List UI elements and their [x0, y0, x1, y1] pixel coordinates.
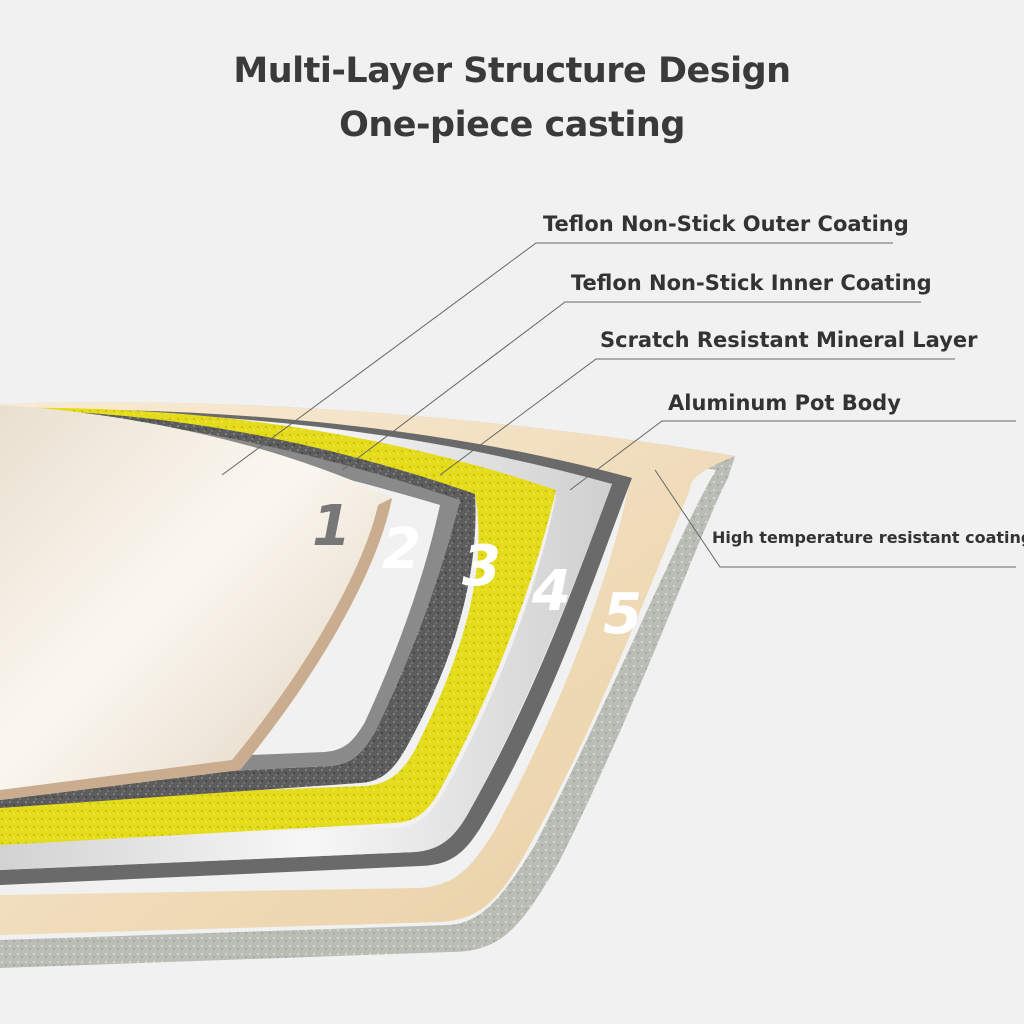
- leader-lines: [221, 242, 1016, 568]
- leader-line-1: [221, 242, 893, 476]
- layer-number-4: 4: [531, 559, 571, 624]
- layer-number-3: 3: [462, 534, 501, 599]
- leader-line-3: [439, 358, 955, 476]
- leader-line-4: [569, 420, 1016, 491]
- title-block: Multi-Layer Structure Design One-piece c…: [0, 44, 1024, 152]
- label-mineral-layer: Scratch Resistant Mineral Layer: [600, 328, 978, 352]
- layer-number-1: 1: [312, 494, 351, 559]
- title-line-1: Multi-Layer Structure Design: [233, 51, 791, 91]
- label-high-temp: High temperature resistant coating: [712, 528, 1024, 547]
- layer-1-rim: [0, 498, 392, 800]
- leader-line-2: [341, 301, 921, 471]
- title-line-2: One-piece casting: [339, 105, 685, 145]
- label-outer-coating: Teflon Non-Stick Outer Coating: [543, 212, 909, 236]
- label-pot-body: Aluminum Pot Body: [668, 391, 901, 415]
- leader-line-5: [654, 469, 1016, 568]
- layer-1-shape: [0, 405, 392, 800]
- layer-5-shape: [0, 402, 735, 935]
- layer-number-2: 2: [382, 517, 421, 582]
- layer-number-5: 5: [603, 582, 642, 647]
- outer-shell-layer: [0, 402, 735, 968]
- label-inner-coating: Teflon Non-Stick Inner Coating: [571, 271, 932, 295]
